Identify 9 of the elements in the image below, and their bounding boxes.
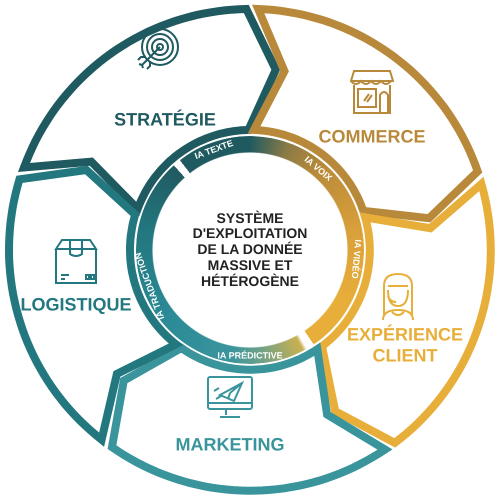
- segment-label: LOGISTIQUE: [20, 294, 132, 316]
- center-title: SYSTÈME D'EXPLOITATION DE LA DONNÉE MASSIVE ET HÉTÉROGÈNE: [192, 210, 308, 290]
- segment-label: MARKETING: [175, 434, 284, 456]
- ring-label: IA TEXTE: [193, 139, 234, 162]
- segment-label: STRATÉGIE: [114, 110, 216, 130]
- segment-label: EXPÉRIENCE CLIENT: [346, 324, 464, 366]
- ring-label: IA PRÉDICTIVE: [217, 352, 283, 360]
- segment-label: COMMERCE: [318, 126, 426, 148]
- ring-label: IA VIDÉO: [349, 239, 362, 280]
